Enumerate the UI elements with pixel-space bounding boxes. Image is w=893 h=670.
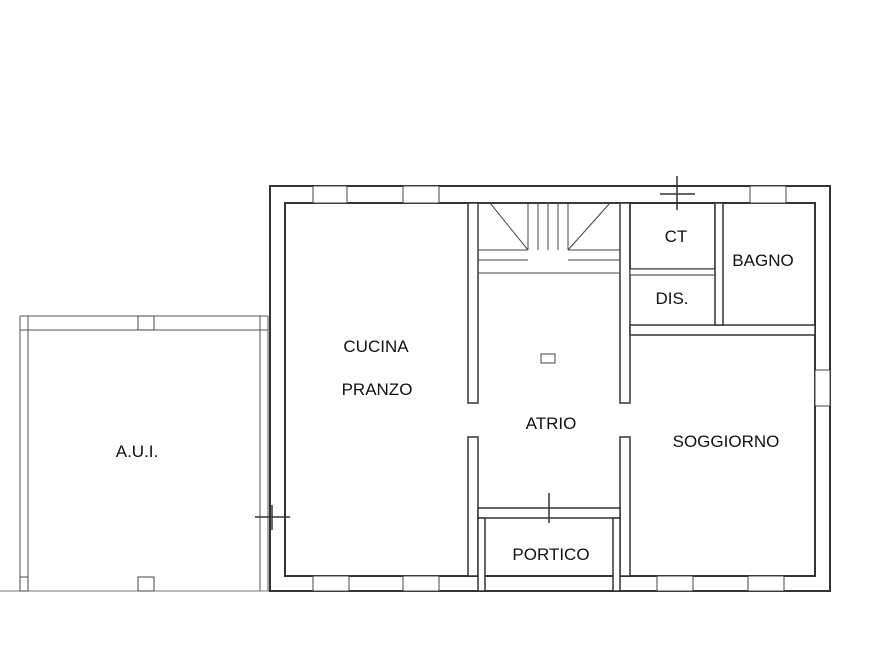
- right-window: [814, 369, 831, 407]
- room-label-bagno: BAGNO: [732, 251, 793, 270]
- room-label-portico: PORTICO: [512, 545, 589, 564]
- bottom-windows: [312, 575, 785, 592]
- room-label-cucina: CUCINA: [343, 337, 409, 356]
- interior-walls: [467, 202, 816, 592]
- top-windows: [312, 176, 787, 210]
- atrio-fixture: [540, 353, 556, 364]
- room-label-ct: CT: [665, 227, 688, 246]
- aui-area: [19, 315, 269, 592]
- room-label-pranzo: PRANZO: [342, 380, 413, 399]
- staircase: [477, 202, 621, 274]
- room-label-atrio: ATRIO: [526, 414, 577, 433]
- room-label-soggiorno: SOGGIORNO: [673, 432, 780, 451]
- room-label-aui: A.U.I.: [116, 442, 159, 461]
- room-label-dis: DIS.: [655, 289, 688, 308]
